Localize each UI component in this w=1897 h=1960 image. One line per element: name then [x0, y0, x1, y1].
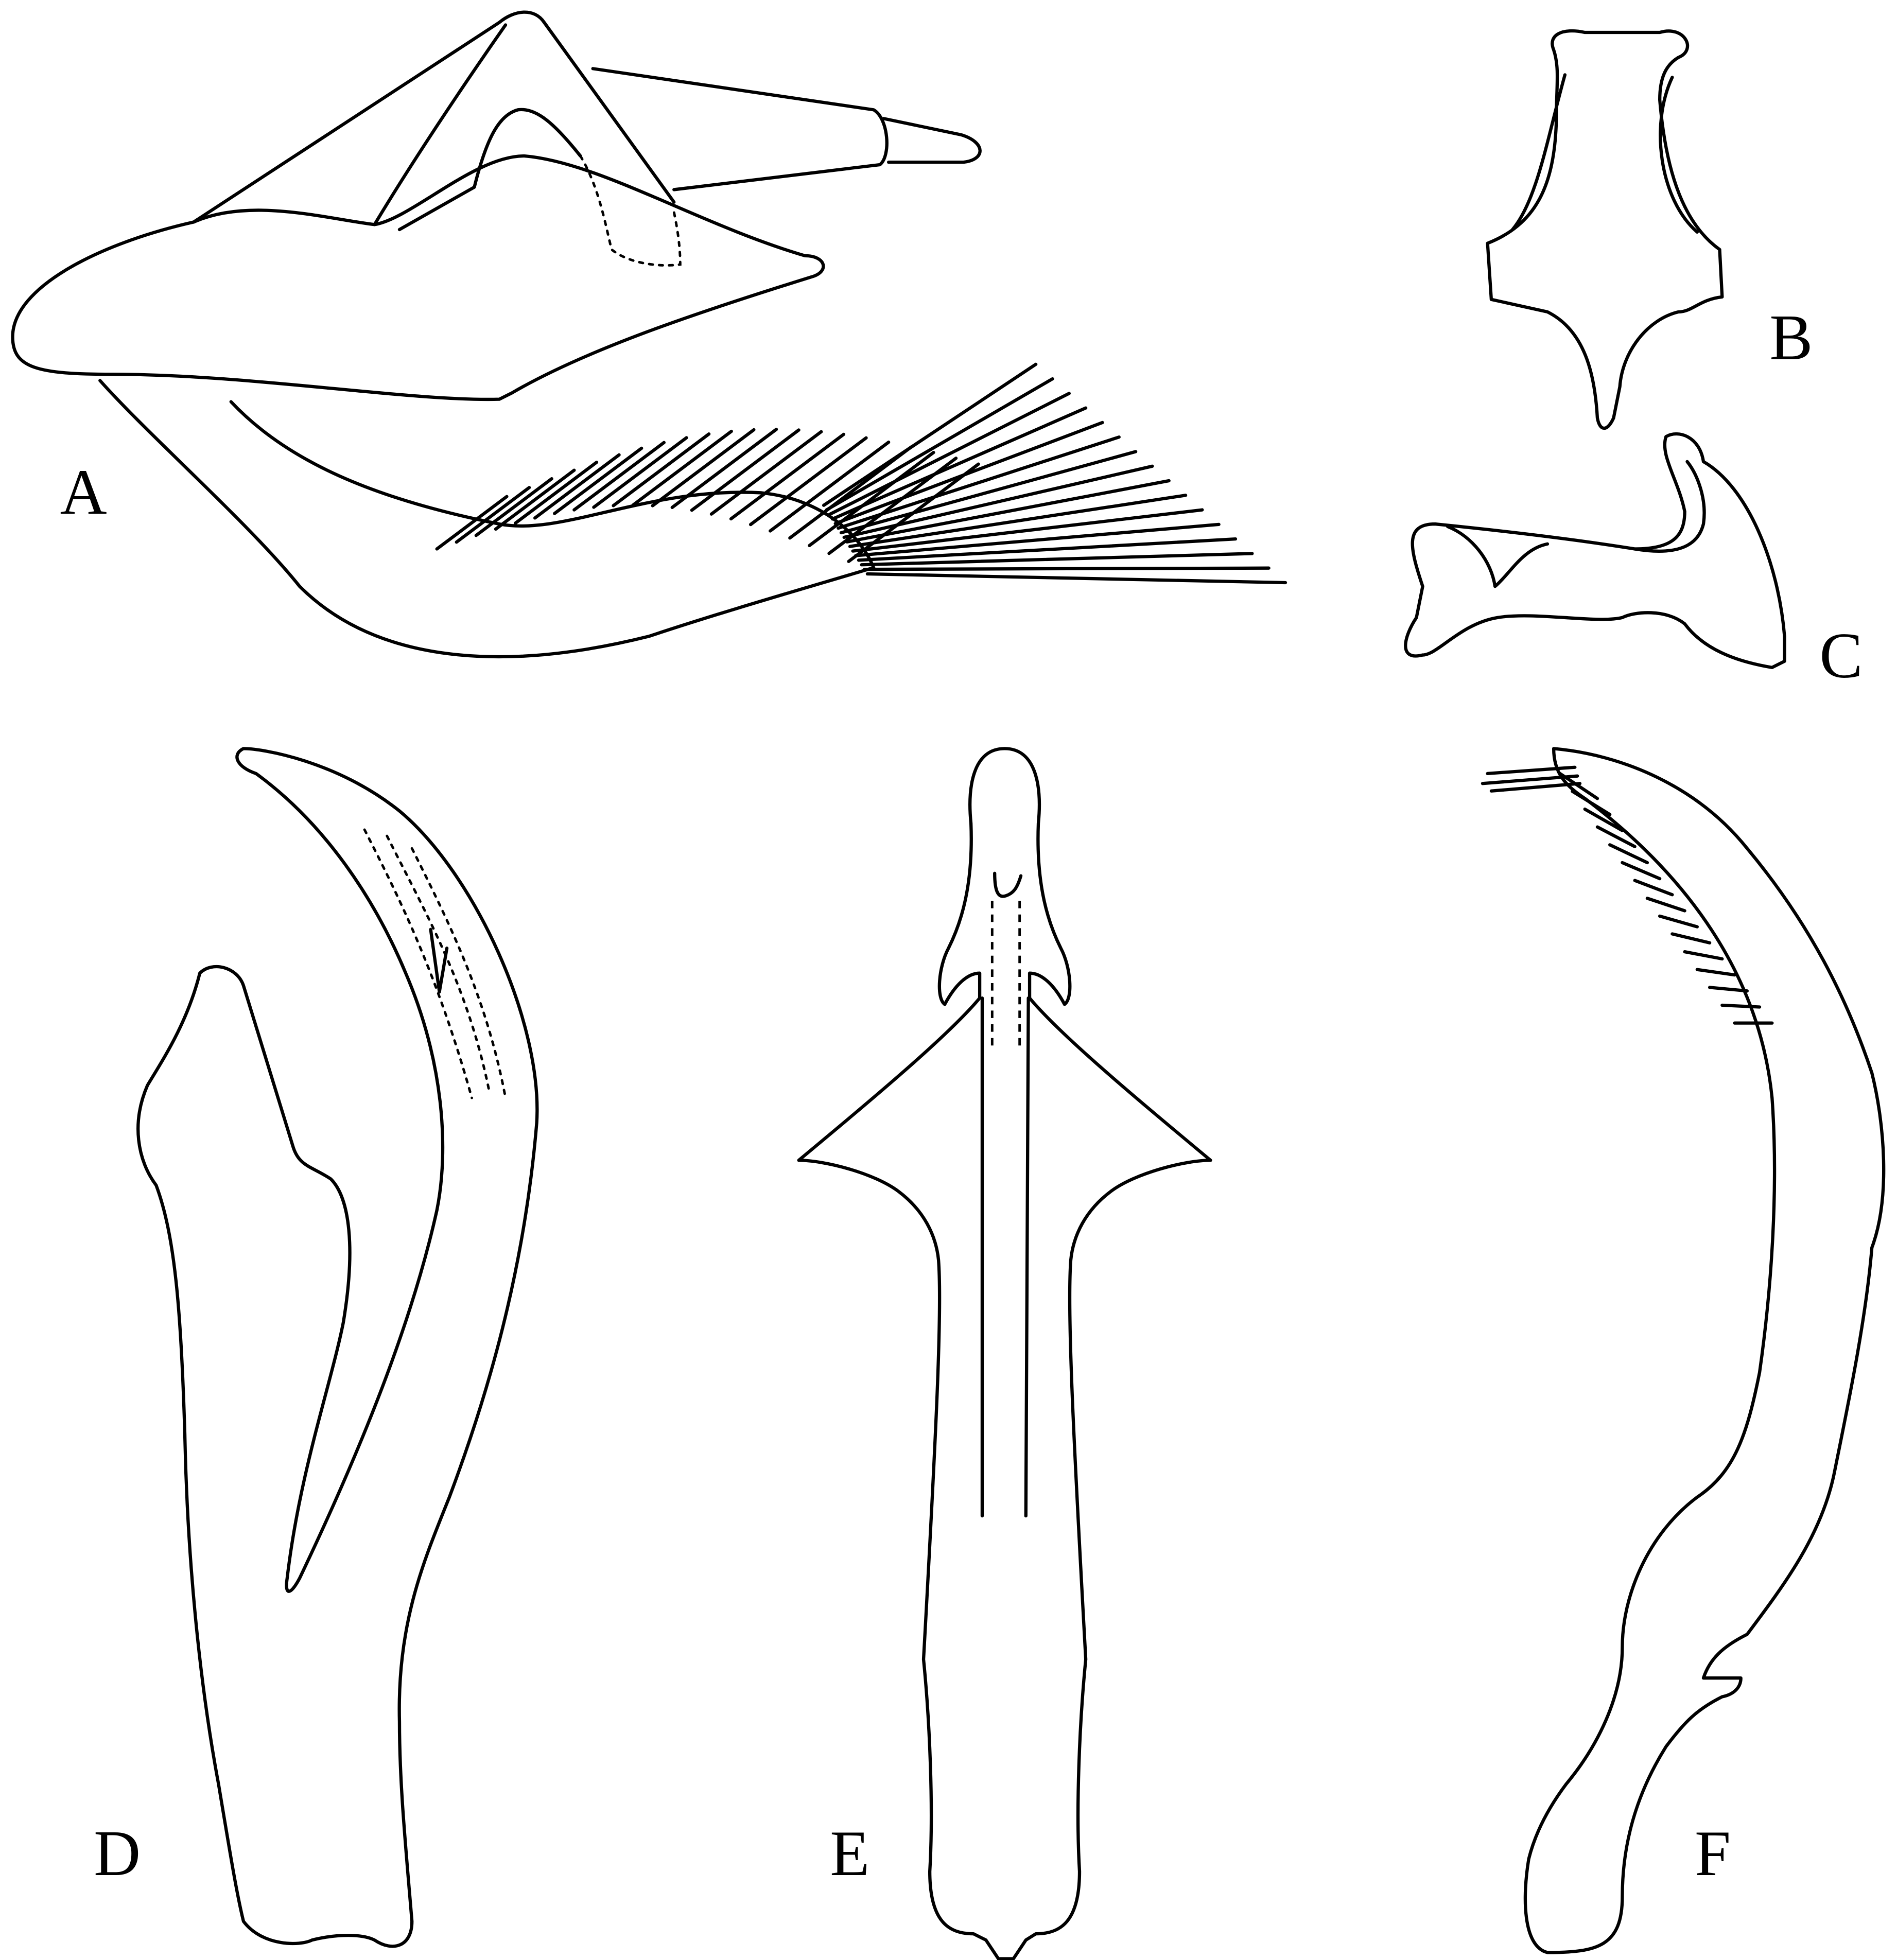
panel-c-drawing [1404, 432, 1786, 669]
long-seta [848, 494, 1188, 548]
long-seta [839, 450, 1138, 535]
hatch-mark [1583, 807, 1624, 832]
panel-a-peak-left-edge [373, 23, 508, 226]
seta [474, 477, 553, 537]
hatch-mark [1720, 1003, 1762, 1009]
long-seta [851, 508, 1204, 553]
seta [670, 428, 778, 510]
seta [513, 460, 599, 525]
hatch-mark [1695, 968, 1736, 977]
panel-label-f: F [1695, 1818, 1731, 1889]
hatch-mark [1633, 879, 1674, 897]
panel-c-inner-fold [1446, 524, 1550, 588]
long-seta [837, 435, 1121, 530]
panel-f-hatch-marks [1558, 772, 1774, 1025]
long-seta [845, 479, 1171, 544]
long-seta [833, 421, 1104, 526]
panel-d-dotted-line-2 [386, 834, 491, 1093]
panel-b-inner-right [1659, 76, 1699, 234]
hatch-mark [1595, 825, 1637, 848]
panel-c-inner-hook [1633, 460, 1706, 553]
panel-b-drawing [1486, 29, 1724, 430]
long-seta [860, 552, 1254, 567]
seta [631, 429, 733, 507]
panel-e-drawing [797, 747, 1212, 1960]
seta [808, 450, 935, 548]
panel-e-inner-line-right [1024, 996, 1030, 1518]
panel-d-outline [136, 747, 539, 1948]
panel-a-tube-tip [882, 117, 982, 164]
long-seta [828, 392, 1071, 516]
seta [729, 432, 846, 521]
panel-d-dotted-line-3 [410, 847, 507, 1099]
panel-label-e: E [830, 1818, 869, 1889]
seta [651, 428, 756, 507]
panel-a-setae [435, 362, 1287, 585]
long-seta [830, 406, 1088, 521]
seta [435, 495, 509, 551]
panel-a-drawing [11, 10, 1287, 659]
long-seta [825, 377, 1054, 512]
seta [749, 436, 868, 527]
panel-f-tip-bristles [1481, 765, 1582, 793]
hatch-mark [1558, 772, 1599, 800]
panel-b-outline [1486, 29, 1724, 430]
seta [709, 430, 823, 516]
long-seta [865, 572, 1287, 585]
panel-label-c: C [1819, 620, 1863, 692]
panel-a-inner-arch [397, 108, 582, 232]
panel-a-upper-plate [192, 10, 676, 224]
panel-a-tube [591, 67, 889, 191]
seta [553, 446, 643, 515]
long-seta [842, 464, 1154, 539]
panel-d-spine [429, 927, 449, 994]
seta [592, 436, 688, 509]
seta [455, 486, 531, 544]
panel-label-d: D [94, 1818, 141, 1889]
panel-a-lower-lobe [98, 379, 876, 659]
hatch-mark [1670, 932, 1712, 944]
panel-b-inner-left [1510, 73, 1567, 232]
panel-f-drawing [1481, 747, 1886, 1954]
long-seta [857, 537, 1238, 562]
seta [690, 428, 800, 512]
seta [533, 453, 621, 520]
seta [769, 440, 891, 533]
panel-e-notch [993, 871, 1023, 898]
long-seta [863, 566, 1271, 571]
hatch-mark [1571, 790, 1612, 816]
hatch-mark [1621, 861, 1662, 881]
panel-f-outline [1523, 747, 1886, 1954]
seta [494, 468, 576, 531]
hatch-mark [1708, 986, 1749, 993]
seta [572, 441, 666, 512]
panel-c-outline [1404, 432, 1786, 669]
panel-label-a: A [60, 457, 107, 529]
hatch-mark [1658, 914, 1699, 929]
long-seta [854, 522, 1221, 557]
hatch-mark [1645, 897, 1686, 913]
long-seta [822, 362, 1038, 507]
panel-d-dotted-line-1 [363, 828, 473, 1099]
hatch-mark [1683, 950, 1724, 961]
hatch-mark [1608, 843, 1649, 865]
panel-d-drawing [136, 747, 539, 1948]
panel-label-b: B [1769, 302, 1813, 374]
panel-a-main-body [11, 154, 825, 401]
panel-e-outline [797, 747, 1212, 1960]
panel-a-lower-lobe-inner [229, 400, 876, 570]
seta [612, 432, 711, 507]
